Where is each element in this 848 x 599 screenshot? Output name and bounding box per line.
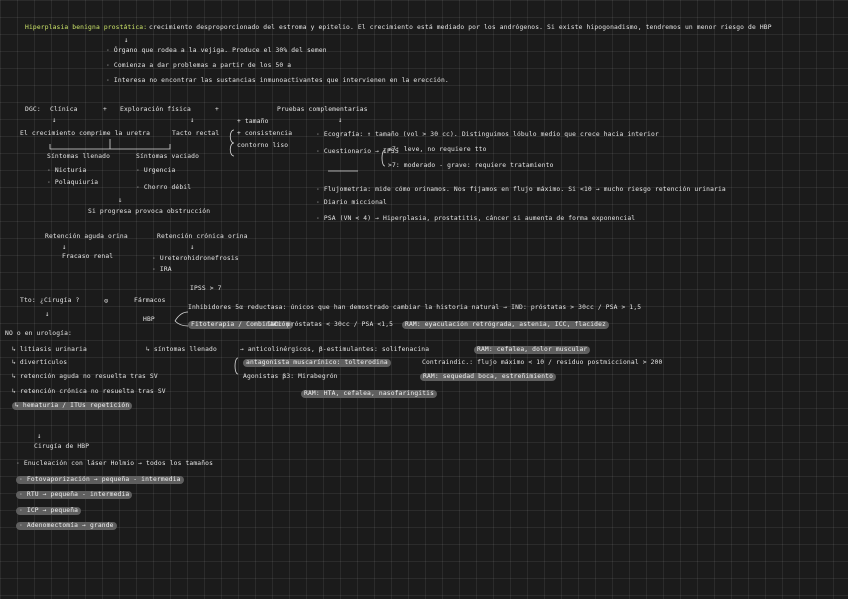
antagonista-text: antagonista muscarínico: tolterodina	[243, 359, 391, 367]
urology-item-4: ↳ retención crónica no resuelta tras SV	[12, 388, 166, 395]
definition-text: crecimiento desproporcionado del estroma…	[149, 24, 772, 31]
vaciado-item-2: · Chorro débil	[136, 184, 192, 191]
crecimiento-text: El crecimiento comprime la uretra	[20, 130, 151, 137]
down-arrow-icon: ⇓	[118, 196, 123, 204]
farmacos-label: Fármacos	[134, 297, 166, 304]
down-arrow-icon: ↓	[52, 116, 57, 124]
urology-item-1: ↳ litiasis urinaria	[12, 346, 87, 353]
tacto-item-1: + tamaño	[237, 118, 269, 125]
flujometria-text: · Flujometría: mide cómo orinamos. Nos f…	[316, 186, 726, 193]
fitoterapia-ind: IND: próstatas < 30cc / PSA <1,5	[267, 321, 394, 328]
anticolinergic-brace	[234, 357, 239, 375]
bullet-3: · Interesa no encontrar las sustancias i…	[106, 77, 449, 84]
plus-1: +	[103, 106, 107, 113]
surgery-item-1: · Enucleación con láser Holmio → todos l…	[16, 460, 214, 467]
agonistas-text: Agonistas β3: Mirabegrón	[243, 373, 338, 380]
contraind-text: Contraindic.: flujo máximo < 10 / residu…	[422, 359, 663, 366]
anticolinergicos-ram: RAM: cefalea, dolor muscular	[474, 346, 591, 354]
ipss-gt7-label: IPSS > 7	[190, 285, 222, 292]
fracaso-renal-label: Fracaso renal	[62, 253, 114, 260]
diario-text: · Diario miccional	[316, 199, 387, 206]
tacto-brace	[229, 129, 235, 157]
down-arrow-icon: ↓	[124, 36, 129, 44]
bullet-1: · Órgano que rodea a la vejiga. Produce …	[106, 47, 327, 54]
progresa-text: Si progresa provoca obstrucción	[88, 208, 211, 215]
hbp-branch-bottom	[174, 320, 189, 327]
llenado-label: Síntomas llenado	[47, 153, 111, 160]
vaciado-item-1: · Urgencia	[136, 167, 176, 174]
down-arrow-icon: ↓	[190, 116, 195, 124]
fitoterapia-line: Fitoterapia / Combinación	[188, 321, 293, 329]
down-arrow-icon: ↓	[37, 432, 42, 440]
inhibidores-text: Inhibidores 5α reductasa: únicos que han…	[188, 304, 642, 311]
down-arrow-icon: ↓	[62, 243, 67, 251]
hbp-label: HBP	[143, 316, 155, 323]
dgc-label: DGC:	[25, 106, 41, 113]
urology-item-5: ↳ hematuria / ITUs repetición	[12, 402, 133, 410]
ram-hta: RAM: HTA, cefalea, nasofaringitis	[301, 390, 438, 398]
ipss-lt7: <7: leve, no requiere tto	[388, 146, 487, 153]
tto-label: Tto:	[20, 297, 36, 304]
fitoterapia-ram: RAM: eyaculación retrógrada, astenia, IC…	[402, 321, 609, 329]
anticolinergicos-text: → anticolinérgicos, β-estimulantes: soli…	[240, 346, 430, 353]
ecografia-text: · Ecografía: ↑ tamaño (vol > 30 cc). Dis…	[316, 131, 659, 138]
psa-text: · PSA (VN < 4) → Hiperplasia, prostatiti…	[316, 215, 636, 222]
down-arrow-icon: ↓	[338, 116, 343, 124]
tacto-item-2: + consistencia	[237, 130, 293, 137]
tacto-rectal-label: Tacto rectal	[172, 130, 220, 137]
cronica-item-1: · Ureterohidronefrosis	[152, 255, 239, 262]
ipss-gt7: >7: moderado - grave: requiere tratamien…	[388, 162, 554, 169]
urology-item-2: ↳ divertículos	[12, 359, 68, 366]
clinica-label: Clínica	[50, 106, 78, 113]
llenado-item-1: · Nicturia	[47, 167, 87, 174]
surgery-item-4: · ICP → pequeña	[16, 507, 82, 515]
urology-heading: NO o en urología:	[5, 330, 72, 337]
cuestionario-text: · Cuestionario → IPSS	[316, 148, 399, 155]
retencion-cronica-label: Retención crónica orina	[157, 233, 248, 240]
cronica-item-2: · IRA	[152, 266, 172, 273]
llenado-item-2: · Polaquiuria	[47, 179, 99, 186]
retencion-aguda-label: Retención aguda orina	[45, 233, 128, 240]
symptoms-brace	[49, 139, 171, 150]
surgery-item-2: · Fotovaporización → pequeña - intermedi…	[16, 476, 184, 484]
agonistas-ram: RAM: sequedad boca, estreñimiento	[420, 373, 557, 381]
sintomas-llenado-label: ↳ síntomas llenado	[146, 346, 217, 353]
pruebas-label: Pruebas complementarias	[277, 106, 368, 113]
bullet-2: · Comienza a dar problemas a partir de l…	[106, 62, 292, 69]
page-title: Hiperplasia benigna prostática:	[25, 24, 148, 31]
exploracion-label: Exploración física	[120, 106, 191, 113]
surgery-item-5: · Adenomectomía → grande	[16, 522, 117, 530]
down-arrow-icon: ↓	[190, 243, 195, 251]
tacto-item-3: contorno liso	[237, 142, 289, 149]
vaciado-label: Síntomas vaciado	[136, 153, 200, 160]
surgery-item-3: · RTU → pequeña - intermedia	[16, 491, 133, 499]
hbp-branch-top	[174, 311, 189, 322]
cirugia-hbp-label: Cirugía de HBP	[34, 443, 90, 450]
plus-2: +	[215, 106, 219, 113]
cirugia-question: ¿Cirugía ?	[40, 297, 80, 304]
ipss-brace	[381, 149, 386, 167]
urology-item-3: ↳ retención aguda no resuelta tras SV	[12, 373, 158, 380]
down-arrow-icon: ↓	[45, 310, 50, 318]
circle-icon: ⊙	[104, 297, 109, 305]
